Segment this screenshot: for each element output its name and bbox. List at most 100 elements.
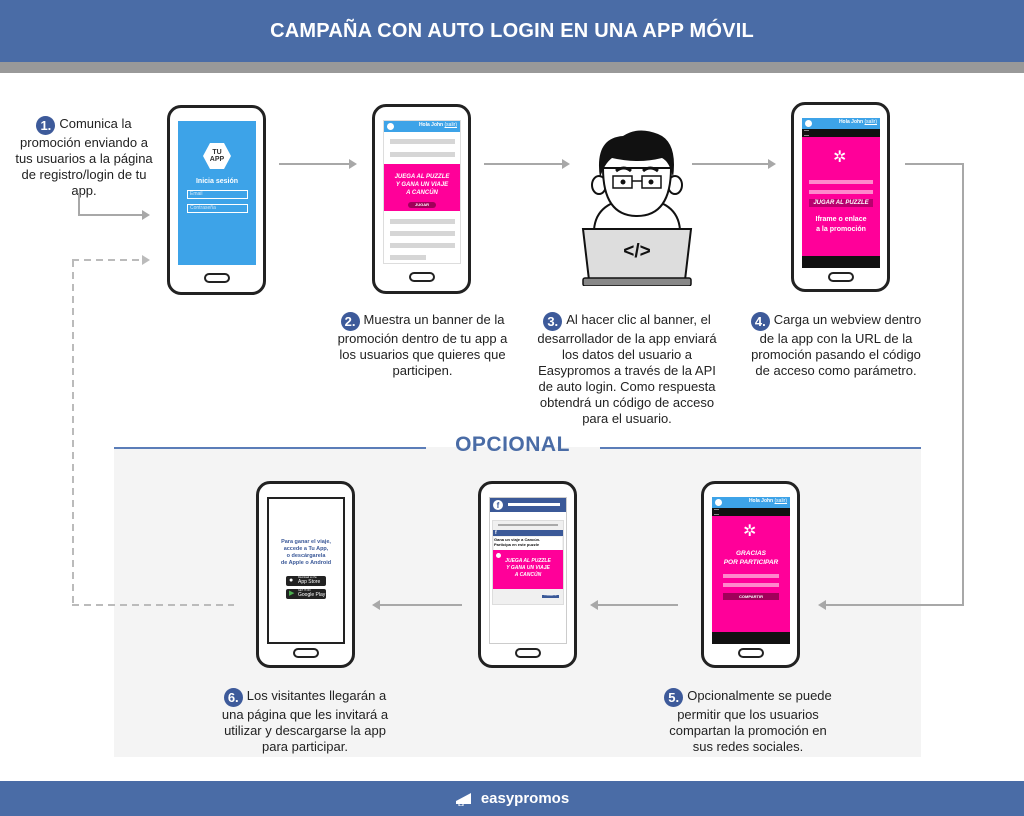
download-message: Para ganar el viaje,accede a Tu App,o de… [280,539,332,566]
connector [78,193,80,215]
connector [78,214,142,216]
bottom-bar [802,256,880,268]
play-puzzle-button[interactable]: JUGAR AL PUZZLE [809,199,873,207]
play-button[interactable]: JUGAR [408,202,436,208]
app-logo: TU APP [203,143,231,169]
optional-label: OPCIONAL [455,433,570,456]
facebook-post: f Gana un viaje a Cancún.Participa en es… [492,520,564,605]
play-icon: ▶ [289,590,295,597]
step-3-text: 3.Al hacer clic al banner, el desarrolla… [537,312,717,426]
hamburger-icon[interactable] [714,509,719,515]
apple-icon: ● [289,577,294,584]
form-line [809,180,873,184]
placeholder-line [390,152,455,157]
post-text: Gana un viaje a Cancún.Participa en este… [494,537,562,550]
step-4-text: 4.Carga un webview dentro de la app con … [750,312,922,378]
step-5-text: 5.Opcionalmente se puede permitir que lo… [658,688,838,755]
page-title: CAMPAÑA CON AUTO LOGIN EN UNA APP MÓVIL [270,19,754,42]
placeholder-line [390,243,455,248]
bottom-bar [712,632,790,644]
menu-bar [802,129,880,137]
arrow-right-icon [349,159,357,169]
placeholder-line [498,524,558,526]
dashed-connector [72,259,142,261]
phone-login: TU APP Inicia sesión Email Contraseña [167,105,266,295]
search-bar [508,503,560,506]
arrow-right-icon [768,159,776,169]
login-screen: TU APP Inicia sesión Email Contraseña [178,121,256,265]
arrow-right-icon [142,255,150,265]
arrow-left-icon [590,600,598,610]
optional-divider-left [114,447,426,449]
placeholder-line [390,231,455,236]
arrow-left-icon [372,600,380,610]
header-divider [0,62,1024,73]
menu-bar [712,508,790,516]
dashed-connector [72,260,74,605]
connector [905,163,963,165]
home-button [203,273,230,283]
connector [692,163,768,165]
facebook-topbar: f [490,498,566,512]
home-button [737,648,764,658]
email-field[interactable]: Email [187,190,248,199]
home-button [827,272,854,282]
download-screen: Para ganar el viaje,accede a Tu App,o de… [267,497,345,644]
password-field[interactable]: Contraseña [187,204,248,213]
hamburger-icon[interactable] [804,130,809,136]
optional-divider-right [600,447,921,449]
login-title: Inicia sesión [195,178,239,185]
share-button[interactable]: COMPARTIR [723,593,779,600]
connector [484,163,562,165]
step-1-text: 1.Comunica la promoción enviando a tus u… [15,116,153,198]
step-2-text: 2.Muestra un banner de la promoción dent… [337,312,508,378]
connector [962,163,964,605]
footer: easypromos [0,781,1024,816]
facebook-icon: f [493,500,503,510]
form-line [809,190,873,194]
google-play-button[interactable]: ▶ GET IT ON Google Play [286,589,326,599]
user-avatar-icon [805,120,812,127]
app-store-button[interactable]: ● Download on the App Store [286,576,326,586]
step-3-number: 3. [543,312,563,331]
form-line [723,583,779,587]
app-topbar: Hola John (salir) [384,121,460,132]
app-topbar: Hola John (salir) [802,118,880,129]
connector [826,604,964,606]
step-2-number: 2. [340,312,360,331]
step-5-number: 5. [664,688,684,707]
placeholder-line [390,219,455,224]
share-button[interactable]: COMPARTIR [542,595,559,598]
phone-webview: Hola John (salir) ✲ JUGAR AL PUZZLE Ifra… [791,102,890,292]
placeholder-line [390,255,426,260]
step-4-number: 4. [750,312,770,331]
arrow-right-icon [562,159,570,169]
arrow-left-icon [818,600,826,610]
puzzle-icon: ✲ [833,149,847,166]
megaphone-icon [455,792,471,806]
placeholder-line [390,139,455,144]
facebook-icon: f [495,530,497,536]
arrow-right-icon [142,210,150,220]
connector [279,163,349,165]
dashed-connector [72,604,234,606]
home-button [514,648,541,658]
connector [598,604,678,606]
home-button [292,648,319,658]
connector [380,604,462,606]
webview-screen: Hola John (salir) ✲ JUGAR AL PUZZLE Ifra… [802,118,880,268]
form-line [723,574,779,578]
step-6-text: 6.Los visitantes llegarán a una página q… [221,688,389,754]
step-6-number: 6. [223,688,243,707]
app-topbar: Hola John (salir) [712,497,790,508]
developer-icon [581,130,693,287]
post-header: f [493,530,563,536]
user-avatar-icon [715,499,722,506]
